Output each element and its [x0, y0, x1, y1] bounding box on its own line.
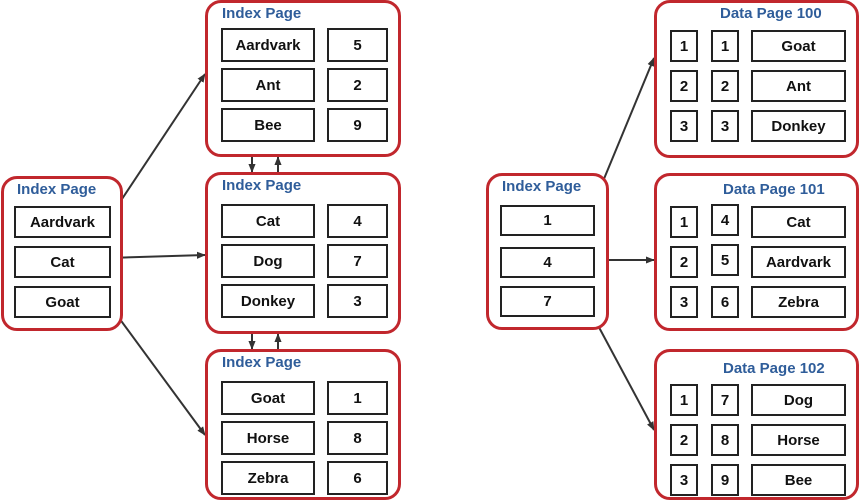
row-name-cell: Horse: [751, 424, 846, 456]
data-page-101: Data Page 101 1 4 Cat 2 5 Aardvark 3 6 Z…: [654, 173, 859, 331]
leaf-key-cell: Bee: [221, 108, 315, 142]
row-name-cell: Ant: [751, 70, 846, 102]
row-name-cell: Zebra: [751, 286, 846, 318]
leaf-key-cell: Goat: [221, 381, 315, 415]
row-id-cell: 3: [711, 110, 739, 142]
row-id-cell: 6: [711, 286, 739, 318]
leaf-key-cell: Dog: [221, 244, 315, 278]
row-id-cell: 2: [711, 70, 739, 102]
root-key-cell: 4: [500, 247, 595, 278]
clustered-root-index-page: Index Page Aardvark Cat Goat: [1, 176, 123, 331]
leaf-value-cell: 1: [327, 381, 388, 415]
root-key-cell: 7: [500, 286, 595, 317]
data-page-100: Data Page 100 1 1 Goat 2 2 Ant 3 3 Donke…: [654, 0, 859, 158]
page-title: Index Page: [222, 5, 302, 22]
slot-cell: 3: [670, 464, 698, 496]
slot-cell: 3: [670, 110, 698, 142]
row-id-cell: 1: [711, 30, 739, 62]
root-key-cell: 1: [500, 205, 595, 236]
slot-cell: 1: [670, 384, 698, 416]
slot-cell: 3: [670, 286, 698, 318]
row-id-cell: 4: [711, 204, 739, 236]
arrow-root-to-leaf-3: [107, 302, 206, 436]
row-name-cell: Donkey: [751, 110, 846, 142]
slot-cell: 2: [670, 70, 698, 102]
slot-cell: 2: [670, 424, 698, 456]
leaf-value-cell: 6: [327, 461, 388, 495]
page-title: Data Page 102: [723, 360, 825, 377]
leaf-value-cell: 3: [327, 284, 388, 318]
row-name-cell: Goat: [751, 30, 846, 62]
slot-cell: 2: [670, 246, 698, 278]
leaf-index-page-1: Index Page Aardvark 5 Ant 2 Bee 9: [205, 0, 401, 157]
root-key-cell: Aardvark: [14, 206, 111, 238]
leaf-value-cell: 5: [327, 28, 388, 62]
data-root-index-page: Index Page 1 4 7: [486, 173, 609, 330]
row-id-cell: 7: [711, 384, 739, 416]
leaf-key-cell: Zebra: [221, 461, 315, 495]
arrow-root-to-leaf-2: [107, 251, 206, 259]
leaf-key-cell: Donkey: [221, 284, 315, 318]
row-id-cell: 9: [711, 464, 739, 496]
page-title: Index Page: [17, 181, 97, 198]
leaf-value-cell: 9: [327, 108, 388, 142]
leaf-key-cell: Ant: [221, 68, 315, 102]
leaf-key-cell: Horse: [221, 421, 315, 455]
leaf-index-page-3: Index Page Goat 1 Horse 8 Zebra 6: [205, 349, 401, 500]
leaf-value-cell: 7: [327, 244, 388, 278]
page-title: Data Page 101: [723, 181, 825, 198]
page-title: Index Page: [222, 177, 302, 194]
page-title: Index Page: [222, 354, 302, 371]
leaf-key-cell: Aardvark: [221, 28, 315, 62]
row-id-cell: 5: [711, 244, 739, 276]
leaf-value-cell: 2: [327, 68, 388, 102]
row-name-cell: Aardvark: [751, 246, 846, 278]
row-name-cell: Dog: [751, 384, 846, 416]
data-page-102: Data Page 102 1 7 Dog 2 8 Horse 3 9 Bee: [654, 349, 859, 500]
row-name-cell: Cat: [751, 206, 846, 238]
leaf-key-cell: Cat: [221, 204, 315, 238]
row-name-cell: Bee: [751, 464, 846, 496]
page-title: Data Page 100: [720, 5, 822, 22]
leaf-index-page-2: Index Page Cat 4 Dog 7 Donkey 3: [205, 172, 401, 334]
slot-cell: 1: [670, 206, 698, 238]
row-id-cell: 8: [711, 424, 739, 456]
page-title: Index Page: [502, 178, 582, 195]
arrow-index-to-data-102: [593, 317, 655, 431]
root-key-cell: Goat: [14, 286, 111, 318]
arrow-root-to-leaf-1: [107, 73, 206, 221]
leaf-value-cell: 8: [327, 421, 388, 455]
slot-cell: 1: [670, 30, 698, 62]
root-key-cell: Cat: [14, 246, 111, 278]
leaf-value-cell: 4: [327, 204, 388, 238]
